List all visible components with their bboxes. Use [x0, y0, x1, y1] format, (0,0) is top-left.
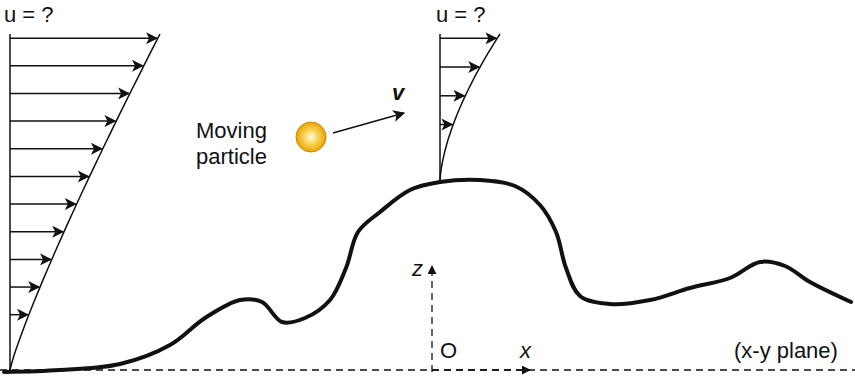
base-plane-line	[0, 369, 855, 370]
velocity-profile	[10, 34, 160, 370]
velocity-profile	[440, 34, 500, 182]
plane-label: (x-y plane)	[734, 338, 838, 364]
particle	[296, 122, 326, 152]
axis-label: z	[412, 256, 423, 282]
velocity-arrow	[333, 113, 404, 133]
z-axis	[431, 266, 432, 372]
particle-label: Moving particle	[196, 118, 288, 171]
origin-label: O	[440, 338, 457, 364]
axis-label: x	[520, 338, 531, 364]
x-axis	[432, 369, 530, 370]
velocity-label: u = ?	[4, 2, 54, 28]
velocity-label: u = ?	[436, 2, 486, 28]
terrain-surface	[4, 180, 851, 372]
vector-label: v	[392, 80, 404, 106]
